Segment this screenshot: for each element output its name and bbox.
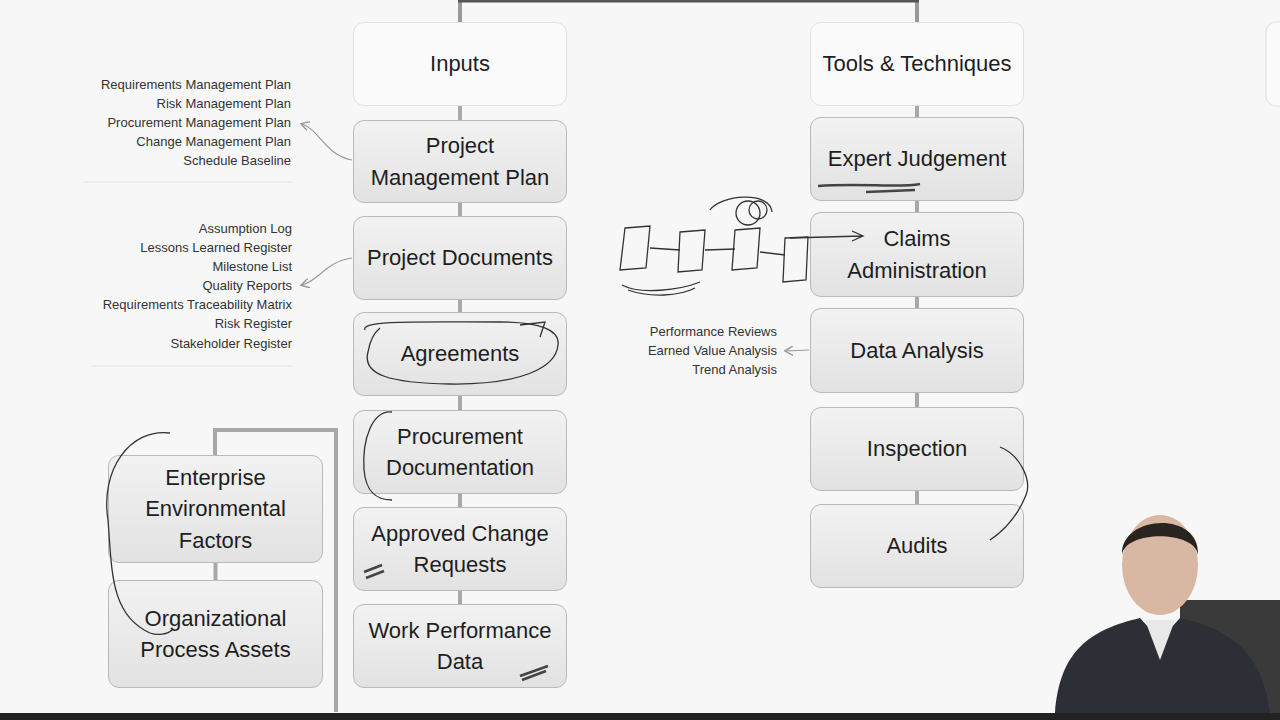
box-label: Organizational Process Assets	[117, 603, 314, 665]
connector	[915, 201, 919, 212]
divider	[84, 182, 292, 183]
connector	[214, 563, 218, 580]
input-item: Schedule Baseline	[183, 153, 291, 169]
process-box: Expert Judgement	[810, 117, 1024, 201]
connector	[915, 297, 919, 308]
top-line	[458, 0, 462, 22]
leader-line	[302, 258, 352, 285]
leader-line	[302, 124, 352, 160]
box-label: Enterprise Environmental Factors	[117, 462, 314, 556]
bottom-bar	[0, 713, 1280, 720]
input-item: Risk Register	[215, 316, 292, 332]
box-label: Audits	[886, 530, 947, 561]
column-header: Inputs	[353, 22, 567, 106]
input-item: Milestone List	[213, 259, 292, 275]
process-box: Audits	[810, 504, 1024, 588]
box-label: Inputs	[430, 48, 490, 79]
connector	[458, 396, 462, 410]
process-box: Work Performance Data	[353, 604, 567, 688]
input-item: Quality Reports	[202, 278, 292, 294]
process-box: Procurement Documentation	[353, 410, 567, 494]
box-label: Project Management Plan	[362, 130, 558, 192]
process-box: Approved Change Requests	[353, 507, 567, 591]
process-box: Enterprise Environmental Factors	[108, 455, 323, 563]
box-label: Tools & Techniques	[822, 48, 1011, 79]
input-item: Change Management Plan	[136, 134, 291, 150]
connector	[915, 393, 919, 407]
connector	[915, 491, 919, 504]
process-box: Organizational Process Assets	[108, 580, 323, 688]
technique-item: Trend Analysis	[692, 362, 777, 378]
process-box: Data Analysis	[810, 308, 1024, 393]
box-label: Work Performance Data	[362, 615, 558, 677]
leader-line	[786, 350, 809, 351]
box-label: Data Analysis	[850, 335, 983, 366]
cut-box	[1266, 22, 1280, 106]
input-item: Lessons Learned Register	[140, 240, 292, 256]
box-label: Agreements	[401, 338, 520, 369]
input-item: Stakeholder Register	[171, 336, 292, 352]
input-item: Assumption Log	[199, 221, 292, 237]
box-label: Claims Administration	[819, 223, 1015, 285]
input-item: Requirements Management Plan	[101, 77, 291, 93]
connector	[915, 106, 919, 117]
box-label: Expert Judgement	[828, 143, 1007, 174]
box-label: Procurement Documentation	[362, 421, 558, 483]
connector	[458, 300, 462, 312]
connector	[458, 106, 462, 120]
connector	[458, 203, 462, 216]
input-item: Procurement Management Plan	[107, 115, 291, 131]
top-line	[458, 0, 919, 3]
box-label: Project Documents	[367, 242, 553, 273]
process-box: Agreements	[353, 312, 567, 396]
handwritten-sketch	[107, 197, 1028, 634]
box-label: Approved Change Requests	[362, 518, 558, 580]
connector	[458, 591, 462, 604]
process-box: Inspection	[810, 407, 1024, 491]
divider	[92, 366, 292, 367]
connector	[458, 494, 462, 507]
process-box: Claims Administration	[810, 212, 1024, 297]
process-box: Project Management Plan	[353, 120, 567, 203]
input-item: Risk Management Plan	[157, 96, 291, 112]
presenter	[1055, 515, 1280, 713]
input-item: Requirements Traceability Matrix	[103, 297, 292, 313]
top-line	[915, 0, 919, 22]
box-label: Inspection	[867, 433, 967, 464]
column-header: Tools & Techniques	[810, 22, 1024, 106]
technique-item: Performance Reviews	[650, 324, 777, 340]
process-box: Project Documents	[353, 216, 567, 300]
technique-item: Earned Value Analysis	[648, 343, 777, 359]
